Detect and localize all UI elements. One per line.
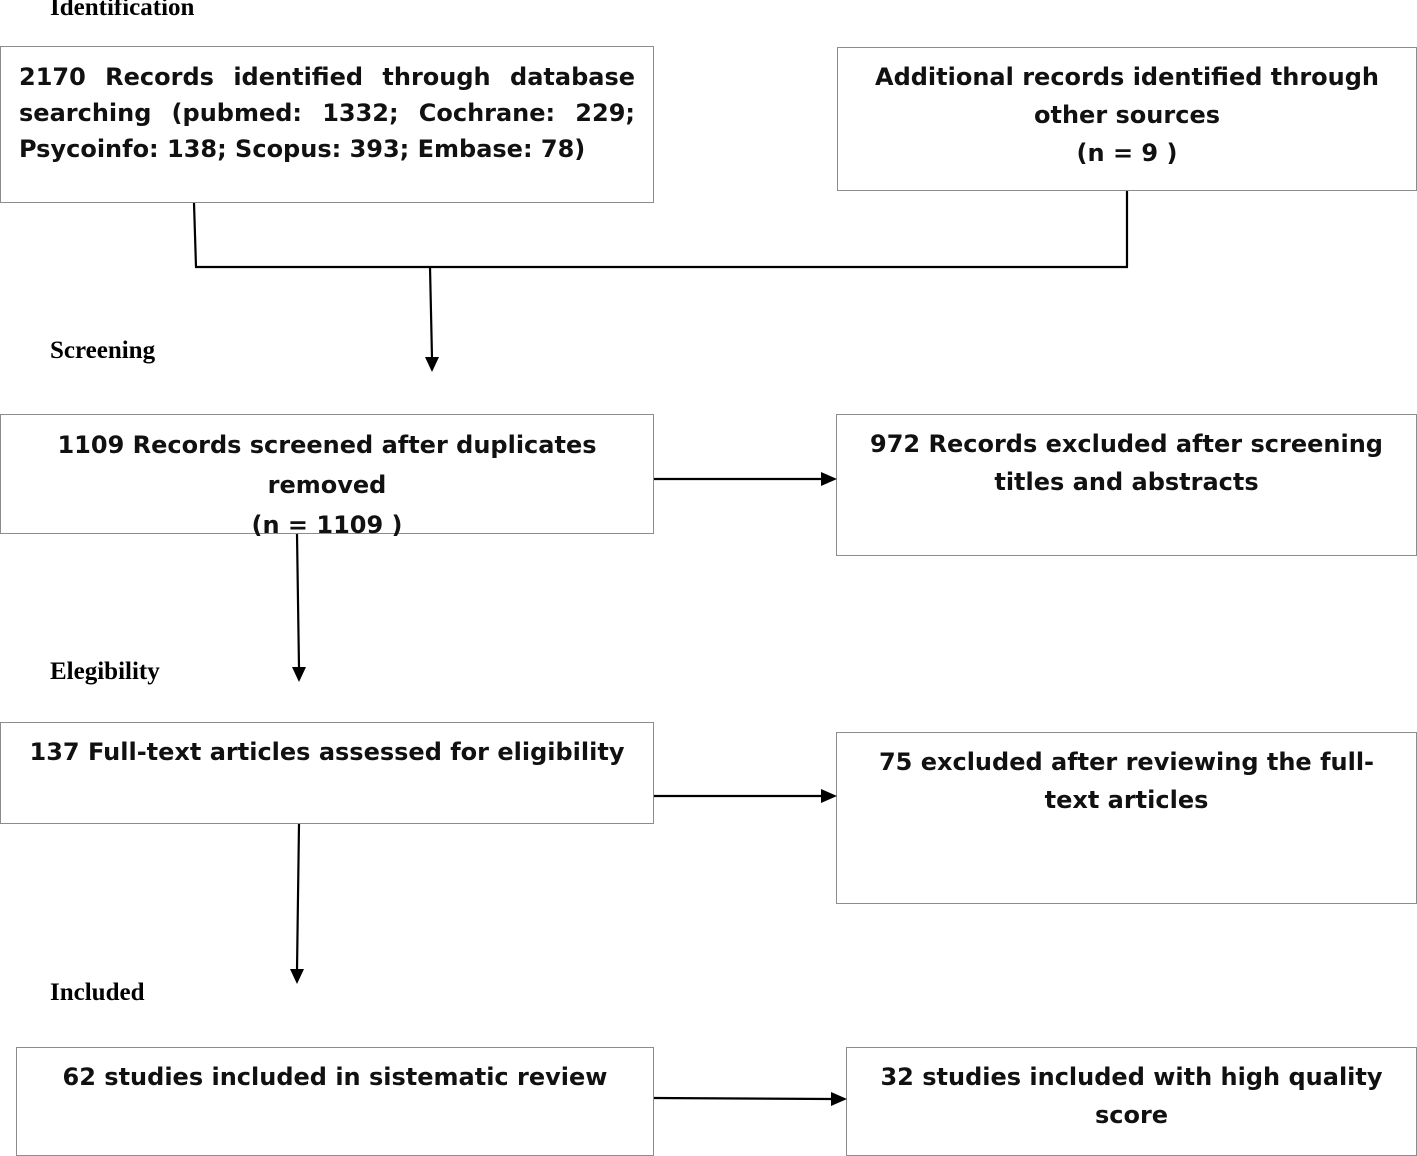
excluded-fulltext-box: 75 excluded after reviewing the full-tex… — [836, 732, 1417, 904]
excluded-fulltext-text: 75 excluded after reviewing the full-tex… — [878, 748, 1375, 814]
arrowhead-screening — [425, 357, 439, 372]
arrow-shaft-to-eligibility — [295, 533, 301, 669]
database-search-box: 2170 Records identified through database… — [0, 46, 654, 203]
high-quality-text: 32 studies included with high quality sc… — [880, 1063, 1383, 1129]
arrow-shaft-to-high-quality — [653, 1096, 833, 1101]
arrowhead-excluded-screening — [821, 472, 837, 486]
arrowhead-excluded-fulltext — [821, 789, 837, 803]
fulltext-assessed-text: 137 Full-text articles assessed for elig… — [29, 738, 625, 766]
other-sources-count: (n = 9 ) — [1076, 139, 1178, 167]
arrowhead-included — [290, 969, 304, 984]
fulltext-assessed-box: 137 Full-text articles assessed for elig… — [0, 722, 654, 824]
screened-count: (n = 1109 ) — [251, 511, 403, 539]
arrowhead-high-quality — [831, 1092, 847, 1106]
included-review-box: 62 studies included in sistematic review — [16, 1047, 654, 1156]
screened-box: 1109 Records screened after duplicates r… — [0, 414, 654, 539]
stage-label-identification: Identification — [50, 0, 195, 21]
high-quality-box: 32 studies included with high quality sc… — [846, 1047, 1417, 1156]
excluded-screening-box: 972 Records excluded after screening tit… — [836, 414, 1417, 556]
stage-label-included: Included — [50, 979, 145, 1006]
included-review-text: 62 studies included in sistematic review — [62, 1063, 608, 1091]
merge-line-left — [192, 202, 198, 268]
arrowhead-eligibility — [292, 667, 306, 682]
stage-label-eligibility: Elegibility — [50, 658, 160, 685]
stage-label-screening: Screening — [50, 337, 156, 364]
excluded-screening-text: 972 Records excluded after screening tit… — [870, 430, 1383, 496]
other-sources-text: Additional records identified through ot… — [875, 63, 1379, 129]
database-search-text: 2170 Records identified through database… — [19, 63, 635, 163]
other-sources-box: Additional records identified through ot… — [837, 47, 1417, 191]
arrow-shaft-to-screening — [428, 266, 434, 359]
screened-text: 1109 Records screened after duplicates r… — [57, 431, 597, 499]
arrow-shaft-to-included — [295, 823, 301, 971]
